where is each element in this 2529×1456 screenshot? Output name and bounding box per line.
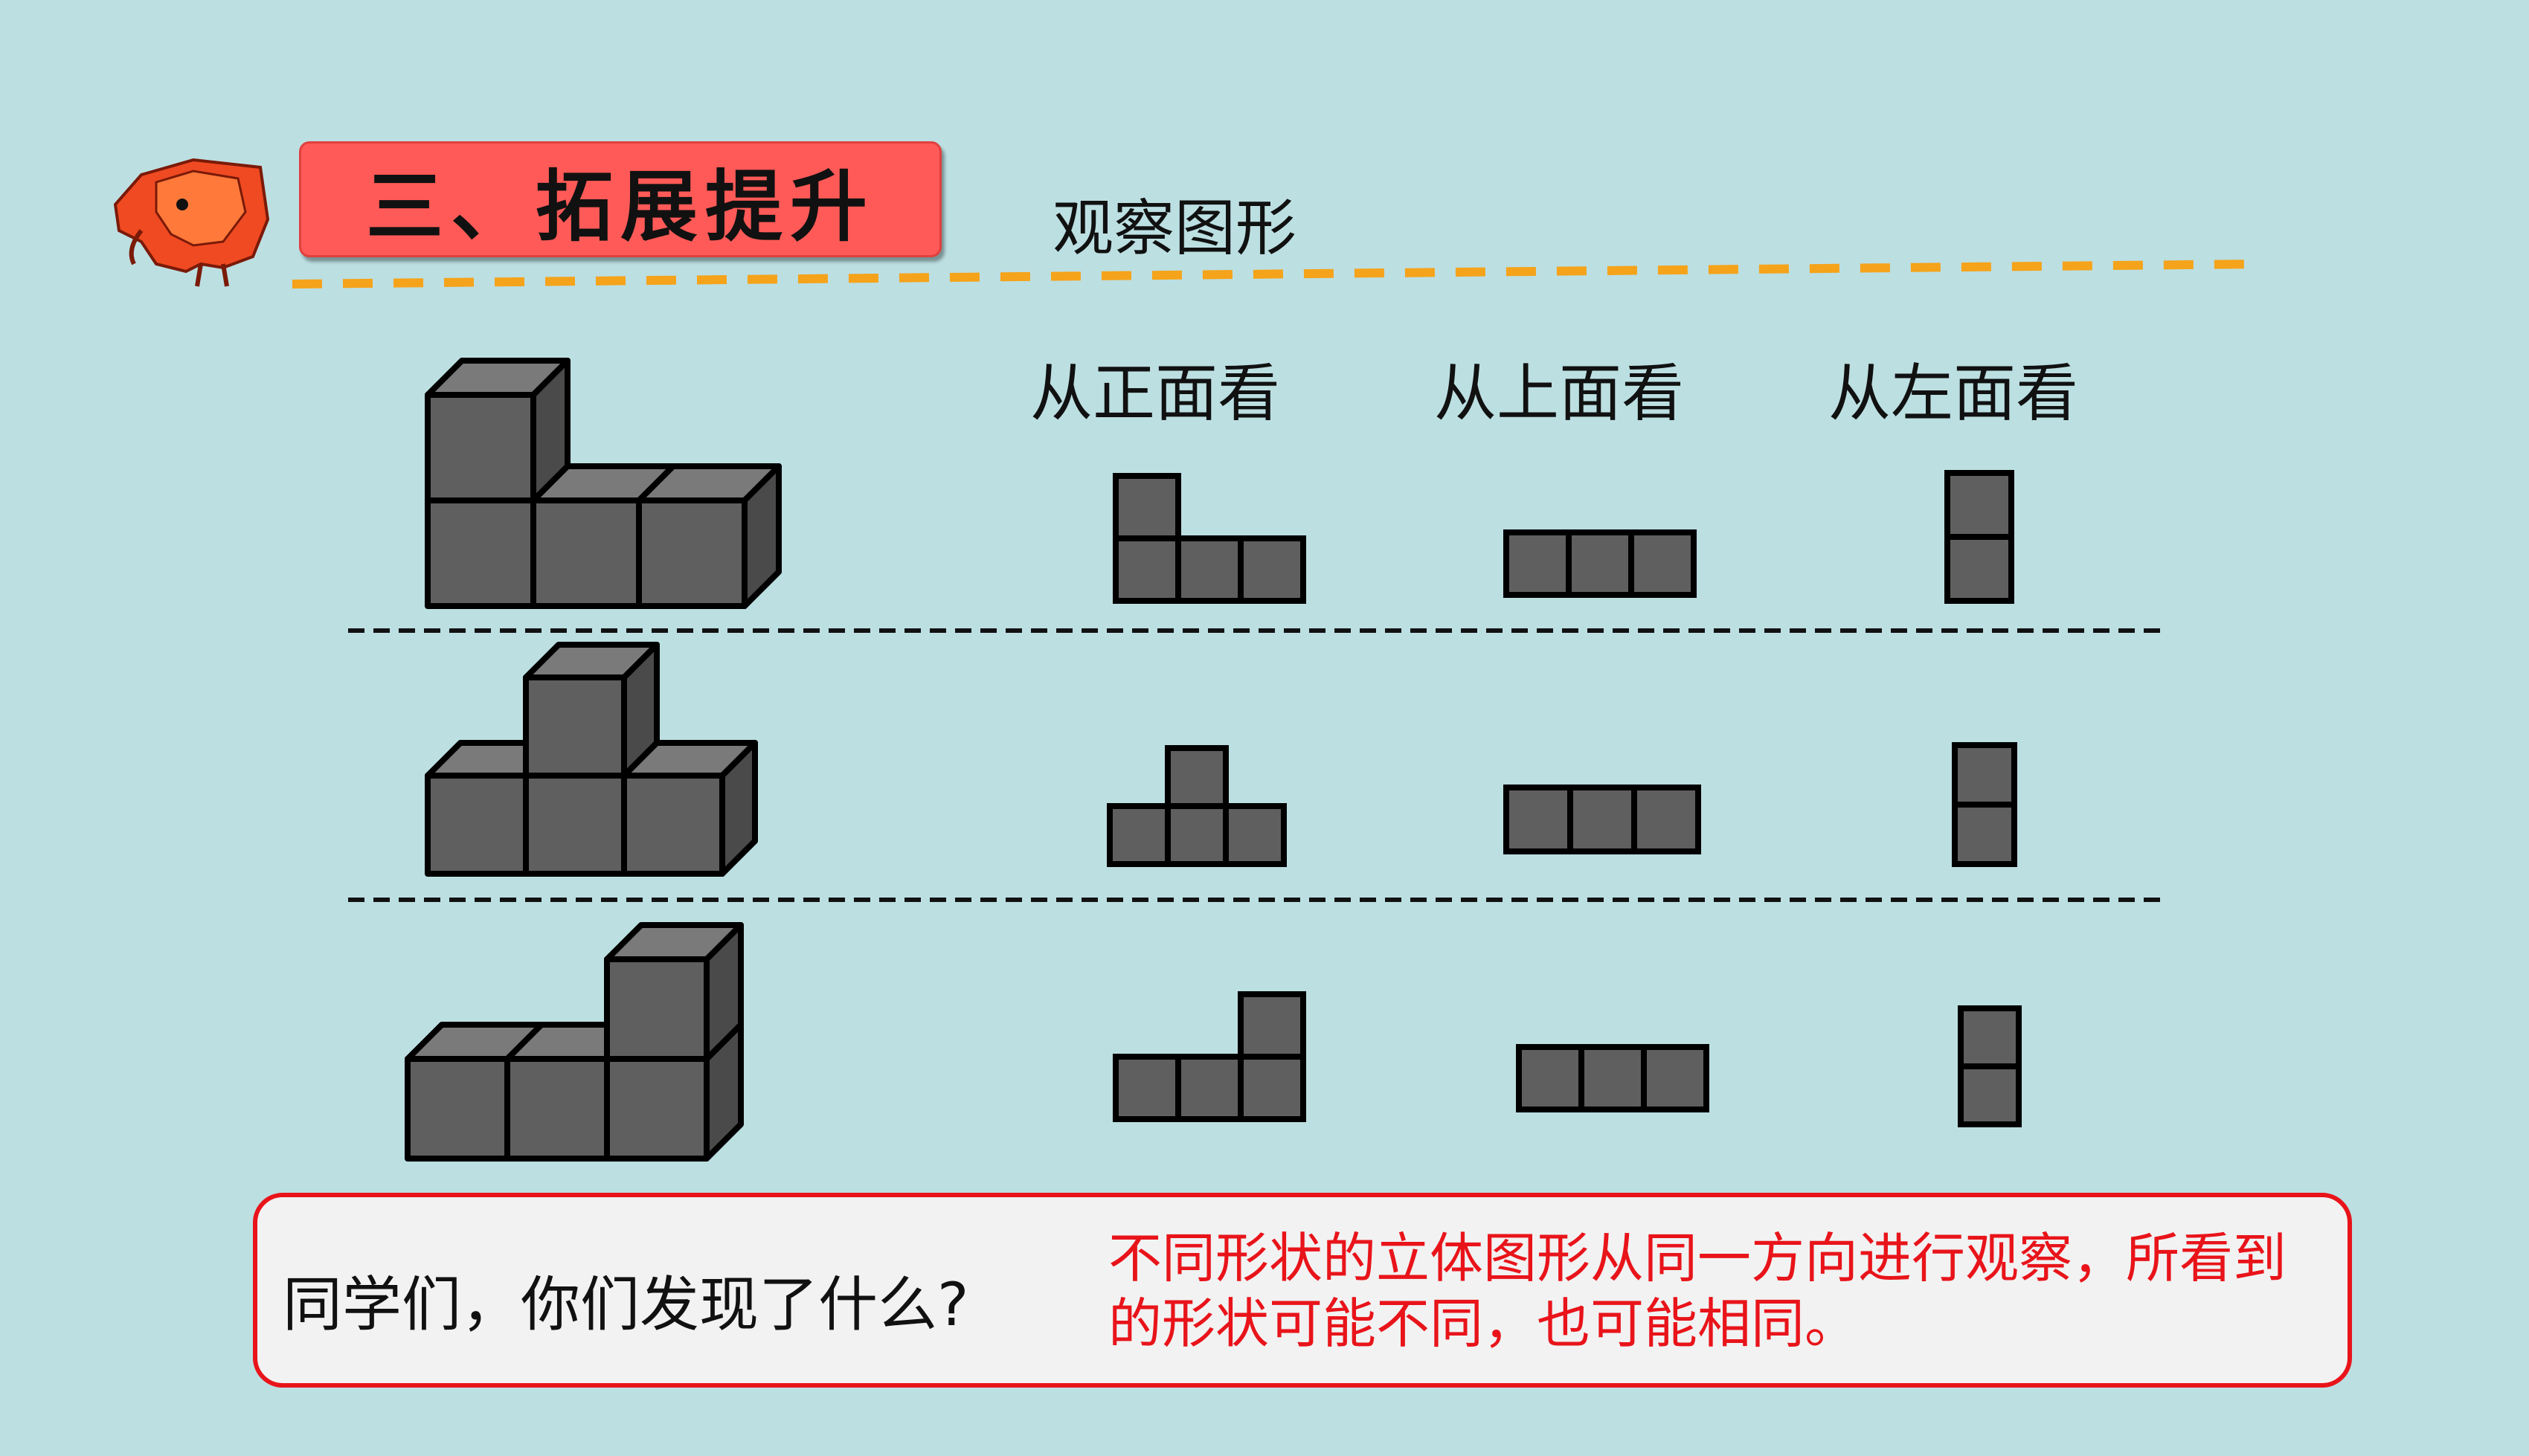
front-view-square [1113, 1054, 1181, 1122]
front-view-square [1107, 803, 1171, 867]
left-view-square [1952, 742, 2017, 808]
cube-front-face [604, 956, 710, 1062]
top-view-square [1567, 785, 1637, 854]
front-view-square [1165, 803, 1229, 867]
left-view-square [1952, 802, 2017, 867]
front-view-square [1238, 1054, 1306, 1122]
cube-front-face [604, 1056, 710, 1162]
top-view-square [1503, 785, 1573, 854]
front-view-square [1223, 803, 1287, 867]
front-view-square [1175, 1054, 1244, 1122]
cube-front-face [523, 674, 627, 779]
front-view-square [1175, 535, 1244, 604]
cube-front-face [425, 773, 529, 877]
cube-front-face [530, 497, 642, 609]
cube-front-face [621, 773, 725, 877]
cube-front-face [425, 392, 536, 503]
left-view-square [1958, 1005, 2022, 1069]
answer-text: 不同形状的立体图形从同一方向进行观察，所看到的形状可能不同，也可能相同。 [1108, 1227, 2287, 1355]
front-view-square [1238, 991, 1306, 1060]
front-view-square [1165, 745, 1229, 809]
cube-front-face [504, 1056, 610, 1162]
orange-divider [292, 260, 2262, 289]
section-title: 三、拓展提升 [365, 160, 875, 252]
section-title-tag: 三、拓展提升 [299, 141, 942, 257]
top-view-square [1516, 1044, 1584, 1112]
left-view-square [1944, 470, 2014, 540]
front-view-square [1113, 535, 1181, 604]
top-view-square [1503, 529, 1572, 598]
left-view-square [1958, 1063, 2022, 1127]
cube-front-face [405, 1056, 510, 1162]
column-head-front: 从正面看 [1030, 357, 1281, 430]
top-view-square [1566, 529, 1634, 598]
conclusion-box [253, 1193, 2352, 1388]
front-view-square [1238, 535, 1306, 604]
column-head-top: 从上面看 [1434, 357, 1685, 430]
top-view-square [1641, 1044, 1709, 1112]
top-view-square [1628, 529, 1697, 598]
cube-front-face [425, 497, 536, 609]
cube-front-face [636, 497, 748, 609]
top-view-square [1631, 785, 1701, 854]
question-text: 同学们，你们发现了什么? [283, 1270, 969, 1339]
cube-front-face [523, 773, 627, 877]
top-view-square [1578, 1044, 1647, 1112]
left-view-square [1944, 534, 2014, 604]
column-head-left: 从左面看 [1828, 357, 2079, 430]
subtitle: 观察图形 [1053, 193, 1297, 264]
front-view-square [1113, 473, 1181, 541]
